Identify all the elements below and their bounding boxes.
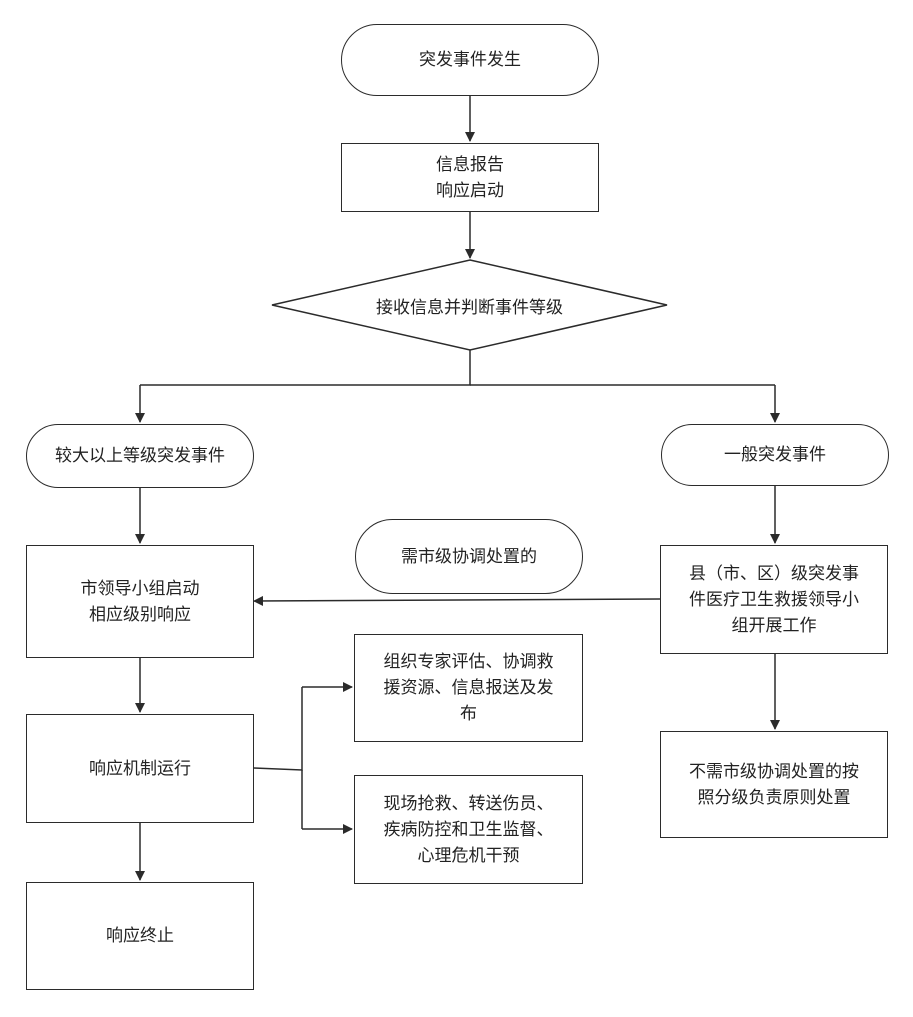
arrow-county-to-city-leader (253, 595, 661, 606)
start-terminal-label: 突发事件发生 (419, 50, 521, 70)
general-event-label: 一般突发事件 (724, 445, 826, 465)
report-process: 信息报告 响应启动 (341, 143, 599, 212)
mechanism-label: 响应机制运行 (89, 758, 191, 779)
need-city-label: 需市级协调处置的 (401, 546, 537, 567)
judge-branch-line (140, 350, 471, 386)
expert-process: 组织专家评估、协调救 援资源、信息报送及发 布 (354, 634, 583, 742)
mechanism-process: 响应机制运行 (26, 714, 254, 823)
rescue-process: 现场抢救、转送伤员、 疾病防控和卫生监督、 心理危机干预 (354, 775, 583, 884)
general-event-terminal: 一般突发事件 (661, 424, 889, 486)
end-process: 响应终止 (26, 882, 254, 990)
judge-diamond (271, 259, 668, 351)
city-leader-process: 市领导小组启动 相应级别响应 (26, 545, 254, 658)
report-process-label: 信息报告 响应启动 (436, 154, 504, 201)
major-event-terminal: 较大以上等级突发事件 (26, 424, 254, 488)
county-label: 县（市、区）级突发事 件医疗卫生救援领导小 组开展工作 (689, 563, 859, 636)
need-city-terminal: 需市级协调处置的 (355, 519, 583, 594)
judge-decision-label: 接收信息并判断事件等级 (376, 297, 563, 318)
judge-decision: 接收信息并判断事件等级 (272, 260, 667, 350)
mechanism-branch-line (253, 687, 303, 771)
no-need-city-process: 不需市级协调处置的按 照分级负责原则处置 (660, 731, 888, 838)
rescue-label: 现场抢救、转送伤员、 疾病防控和卫生监督、 心理危机干预 (383, 793, 554, 866)
end-label: 响应终止 (106, 926, 174, 946)
expert-label: 组织专家评估、协调救 援资源、信息报送及发 布 (383, 652, 554, 724)
start-terminal: 突发事件发生 (341, 24, 599, 96)
no-need-city-label: 不需市级协调处置的按 照分级负责原则处置 (689, 761, 859, 808)
city-leader-label: 市领导小组启动 相应级别响应 (80, 578, 200, 625)
county-process: 县（市、区）级突发事 件医疗卫生救援领导小 组开展工作 (660, 545, 888, 654)
major-event-label: 较大以上等级突发事件 (55, 446, 225, 466)
